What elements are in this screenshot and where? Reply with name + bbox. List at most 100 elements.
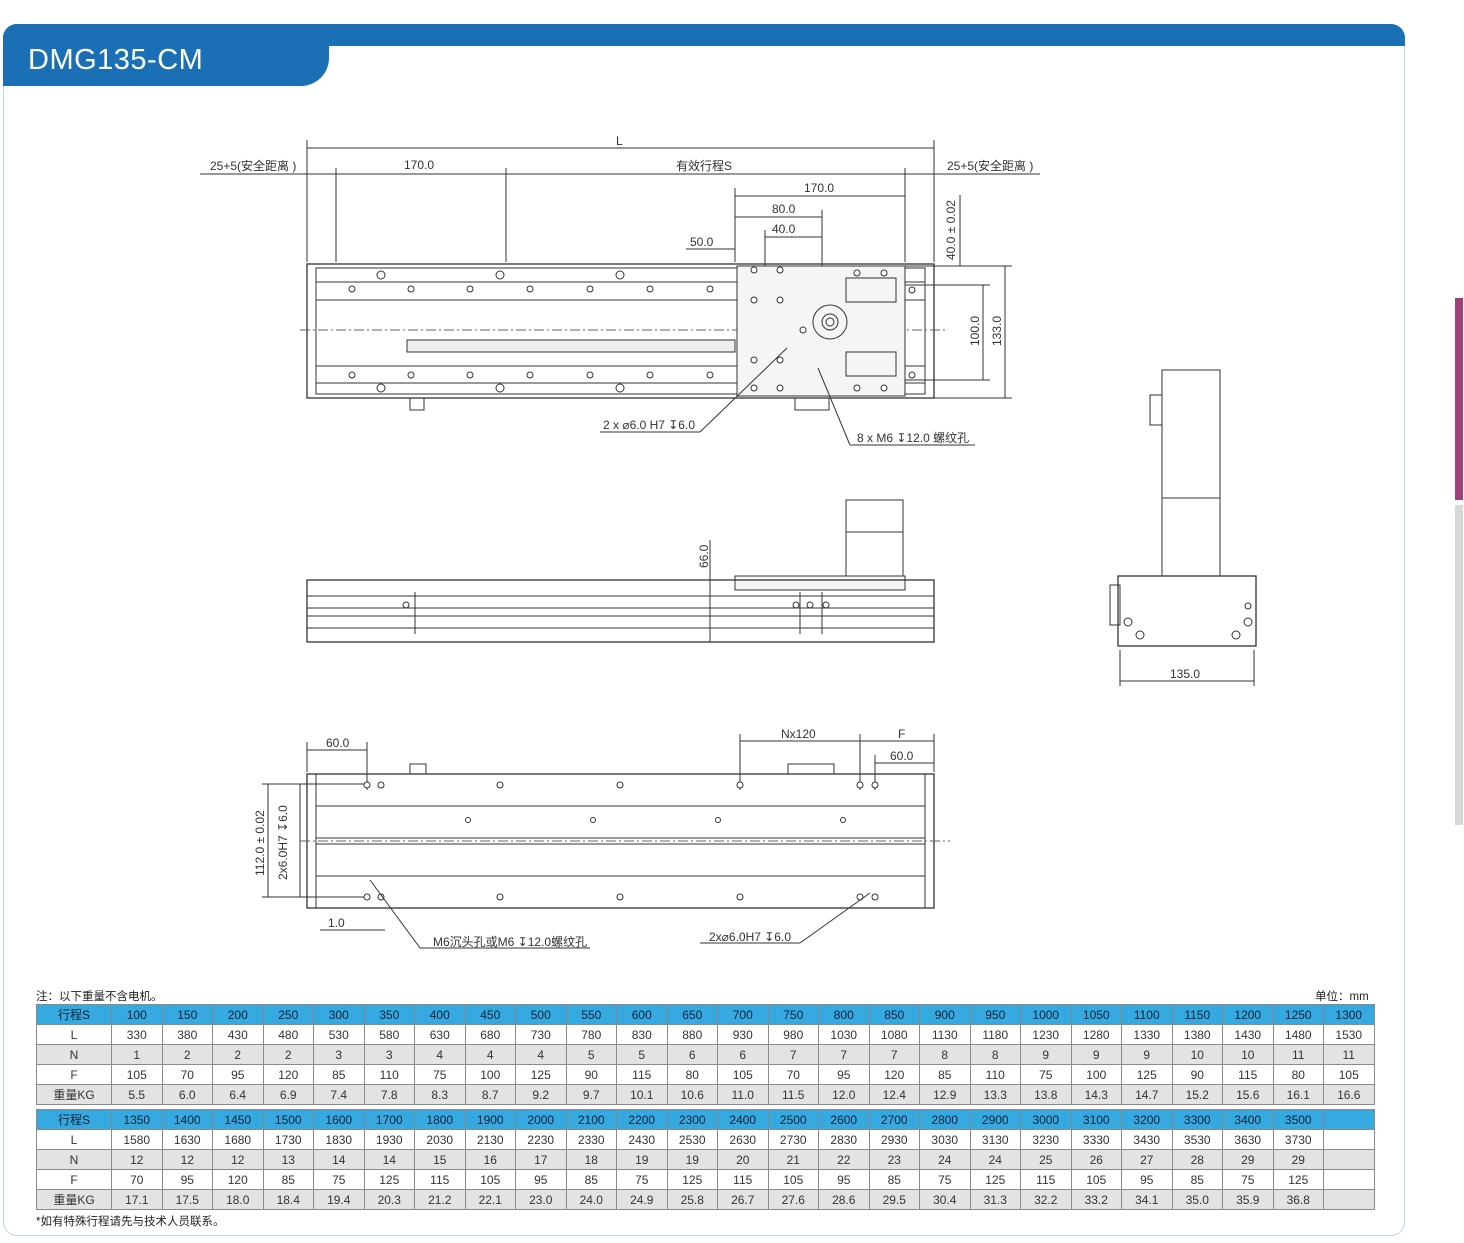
table-cell: 2130 (464, 1129, 516, 1150)
table-cell: 330 (111, 1024, 163, 1045)
table-cell: 580 (363, 1024, 415, 1045)
table-cell: 95 (212, 1064, 264, 1085)
table-cell: 10.1 (616, 1084, 668, 1105)
table-cell: 32.2 (1020, 1189, 1072, 1210)
table-cell: 80 (666, 1064, 718, 1085)
table-cell: 2 (212, 1044, 264, 1065)
table-cell: 1580 (111, 1129, 163, 1150)
table-cell: 1900 (464, 1109, 516, 1130)
table-cell: 22.1 (464, 1189, 516, 1210)
table-cell: 450 (464, 1004, 516, 1025)
table-cell (1323, 1109, 1375, 1130)
table-cell: 5 (616, 1044, 668, 1065)
table-cell: 95 (161, 1169, 213, 1190)
callout-pin-bottom: 2x⌀6.0H7 ↧6.0 (709, 930, 791, 944)
table-cell: 1680 (212, 1129, 264, 1150)
table-cell: 3 (313, 1044, 365, 1065)
table-cell: 1630 (161, 1129, 213, 1150)
table-cell: 115 (1020, 1169, 1072, 1190)
table-cell: 1230 (1020, 1024, 1072, 1045)
callout-thread-top: 8 x M6 ↧12.0 螺纹孔 (857, 431, 969, 445)
table-cell: 125 (1272, 1169, 1324, 1190)
table-cell: 1030 (818, 1024, 870, 1045)
table-cell: 18.4 (262, 1189, 314, 1210)
table-cell: 730 (515, 1024, 567, 1045)
table-cell: 3330 (1070, 1129, 1122, 1150)
table-cell: 2 (262, 1044, 314, 1065)
table-cell: 115 (717, 1169, 769, 1190)
table-cell: 4 (464, 1044, 516, 1065)
table-cell: 22 (818, 1149, 870, 1170)
row-label: 行程S (36, 1004, 112, 1025)
table-cell: 13 (262, 1149, 314, 1170)
table-cell: 2530 (666, 1129, 718, 1150)
dim-stroke: 有效行程S (676, 158, 732, 173)
table-cell: 75 (616, 1169, 668, 1190)
table-cell: 125 (515, 1064, 567, 1085)
table-cell: 19 (666, 1149, 718, 1170)
table-cell: 35.9 (1222, 1189, 1274, 1210)
table-cell: 7.4 (313, 1084, 365, 1105)
table-cell: 2700 (868, 1109, 920, 1130)
table-cell: 125 (666, 1169, 718, 1190)
table-cell: 17.1 (111, 1189, 163, 1210)
dim-60-left: 60.0 (326, 736, 350, 750)
table-cell: 110 (969, 1064, 1021, 1085)
table-cell: 1000 (1020, 1004, 1072, 1025)
table-cell: 1080 (868, 1024, 920, 1045)
dim-F: F (898, 727, 905, 741)
table-cell: 3030 (919, 1129, 971, 1150)
table-cell: 7.8 (363, 1084, 415, 1105)
table-cell: 105 (1070, 1169, 1122, 1190)
table-cell: 1130 (919, 1024, 971, 1045)
table-cell: 29.5 (868, 1189, 920, 1210)
table-cell: 27.6 (767, 1189, 819, 1210)
table-cell: 3230 (1020, 1129, 1072, 1150)
table-cell: 75 (919, 1169, 971, 1190)
table-cell: 600 (616, 1004, 668, 1025)
dim-L: L (616, 134, 623, 148)
table-cell: 75 (313, 1169, 365, 1190)
table-cell (1323, 1149, 1375, 1170)
table-cell: 9 (1121, 1044, 1173, 1065)
table-cell: 9 (1020, 1044, 1072, 1065)
table-cell: 1480 (1272, 1024, 1324, 1045)
table-cell: 19.4 (313, 1189, 365, 1210)
row-label: F (36, 1169, 112, 1190)
bottom-view-drawing (262, 734, 950, 949)
table-cell: 2900 (969, 1109, 1021, 1130)
end-view-drawing (1109, 369, 1257, 686)
table-cell: 2930 (868, 1129, 920, 1150)
table-cell: 75 (414, 1064, 466, 1085)
table-cell: 1330 (1121, 1024, 1173, 1045)
table-cell: 2600 (818, 1109, 870, 1130)
dim-right-safety: 25+5(安全距离 ) (947, 158, 1033, 173)
table-cell: 11 (1323, 1044, 1375, 1065)
table-cell: 28.6 (818, 1189, 870, 1210)
table-cell: 350 (363, 1004, 415, 1025)
table-cell: 4 (515, 1044, 567, 1065)
table-cell: 6.9 (262, 1084, 314, 1105)
table-cell: 2030 (414, 1129, 466, 1150)
table-cell: 550 (565, 1004, 617, 1025)
table-cell: 7 (767, 1044, 819, 1065)
table-cell: 24 (919, 1149, 971, 1170)
table-cell: 6.4 (212, 1084, 264, 1105)
table-cell: 3100 (1070, 1109, 1122, 1130)
table-cell: 24.0 (565, 1189, 617, 1210)
table-cell: 26 (1070, 1149, 1122, 1170)
table-cell: 75 (1222, 1169, 1274, 1190)
table-cell: 3530 (1171, 1129, 1223, 1150)
table-cell: 2430 (616, 1129, 668, 1150)
table-cell: 95 (818, 1169, 870, 1190)
table-cell: 1700 (363, 1109, 415, 1130)
table-cell: 125 (1121, 1064, 1173, 1085)
table-cell: 25 (1020, 1149, 1072, 1170)
table-cell: 1150 (1171, 1004, 1223, 1025)
table-cell: 2830 (818, 1129, 870, 1150)
table-cell: 125 (363, 1169, 415, 1190)
table-cell: 14.7 (1121, 1084, 1173, 1105)
